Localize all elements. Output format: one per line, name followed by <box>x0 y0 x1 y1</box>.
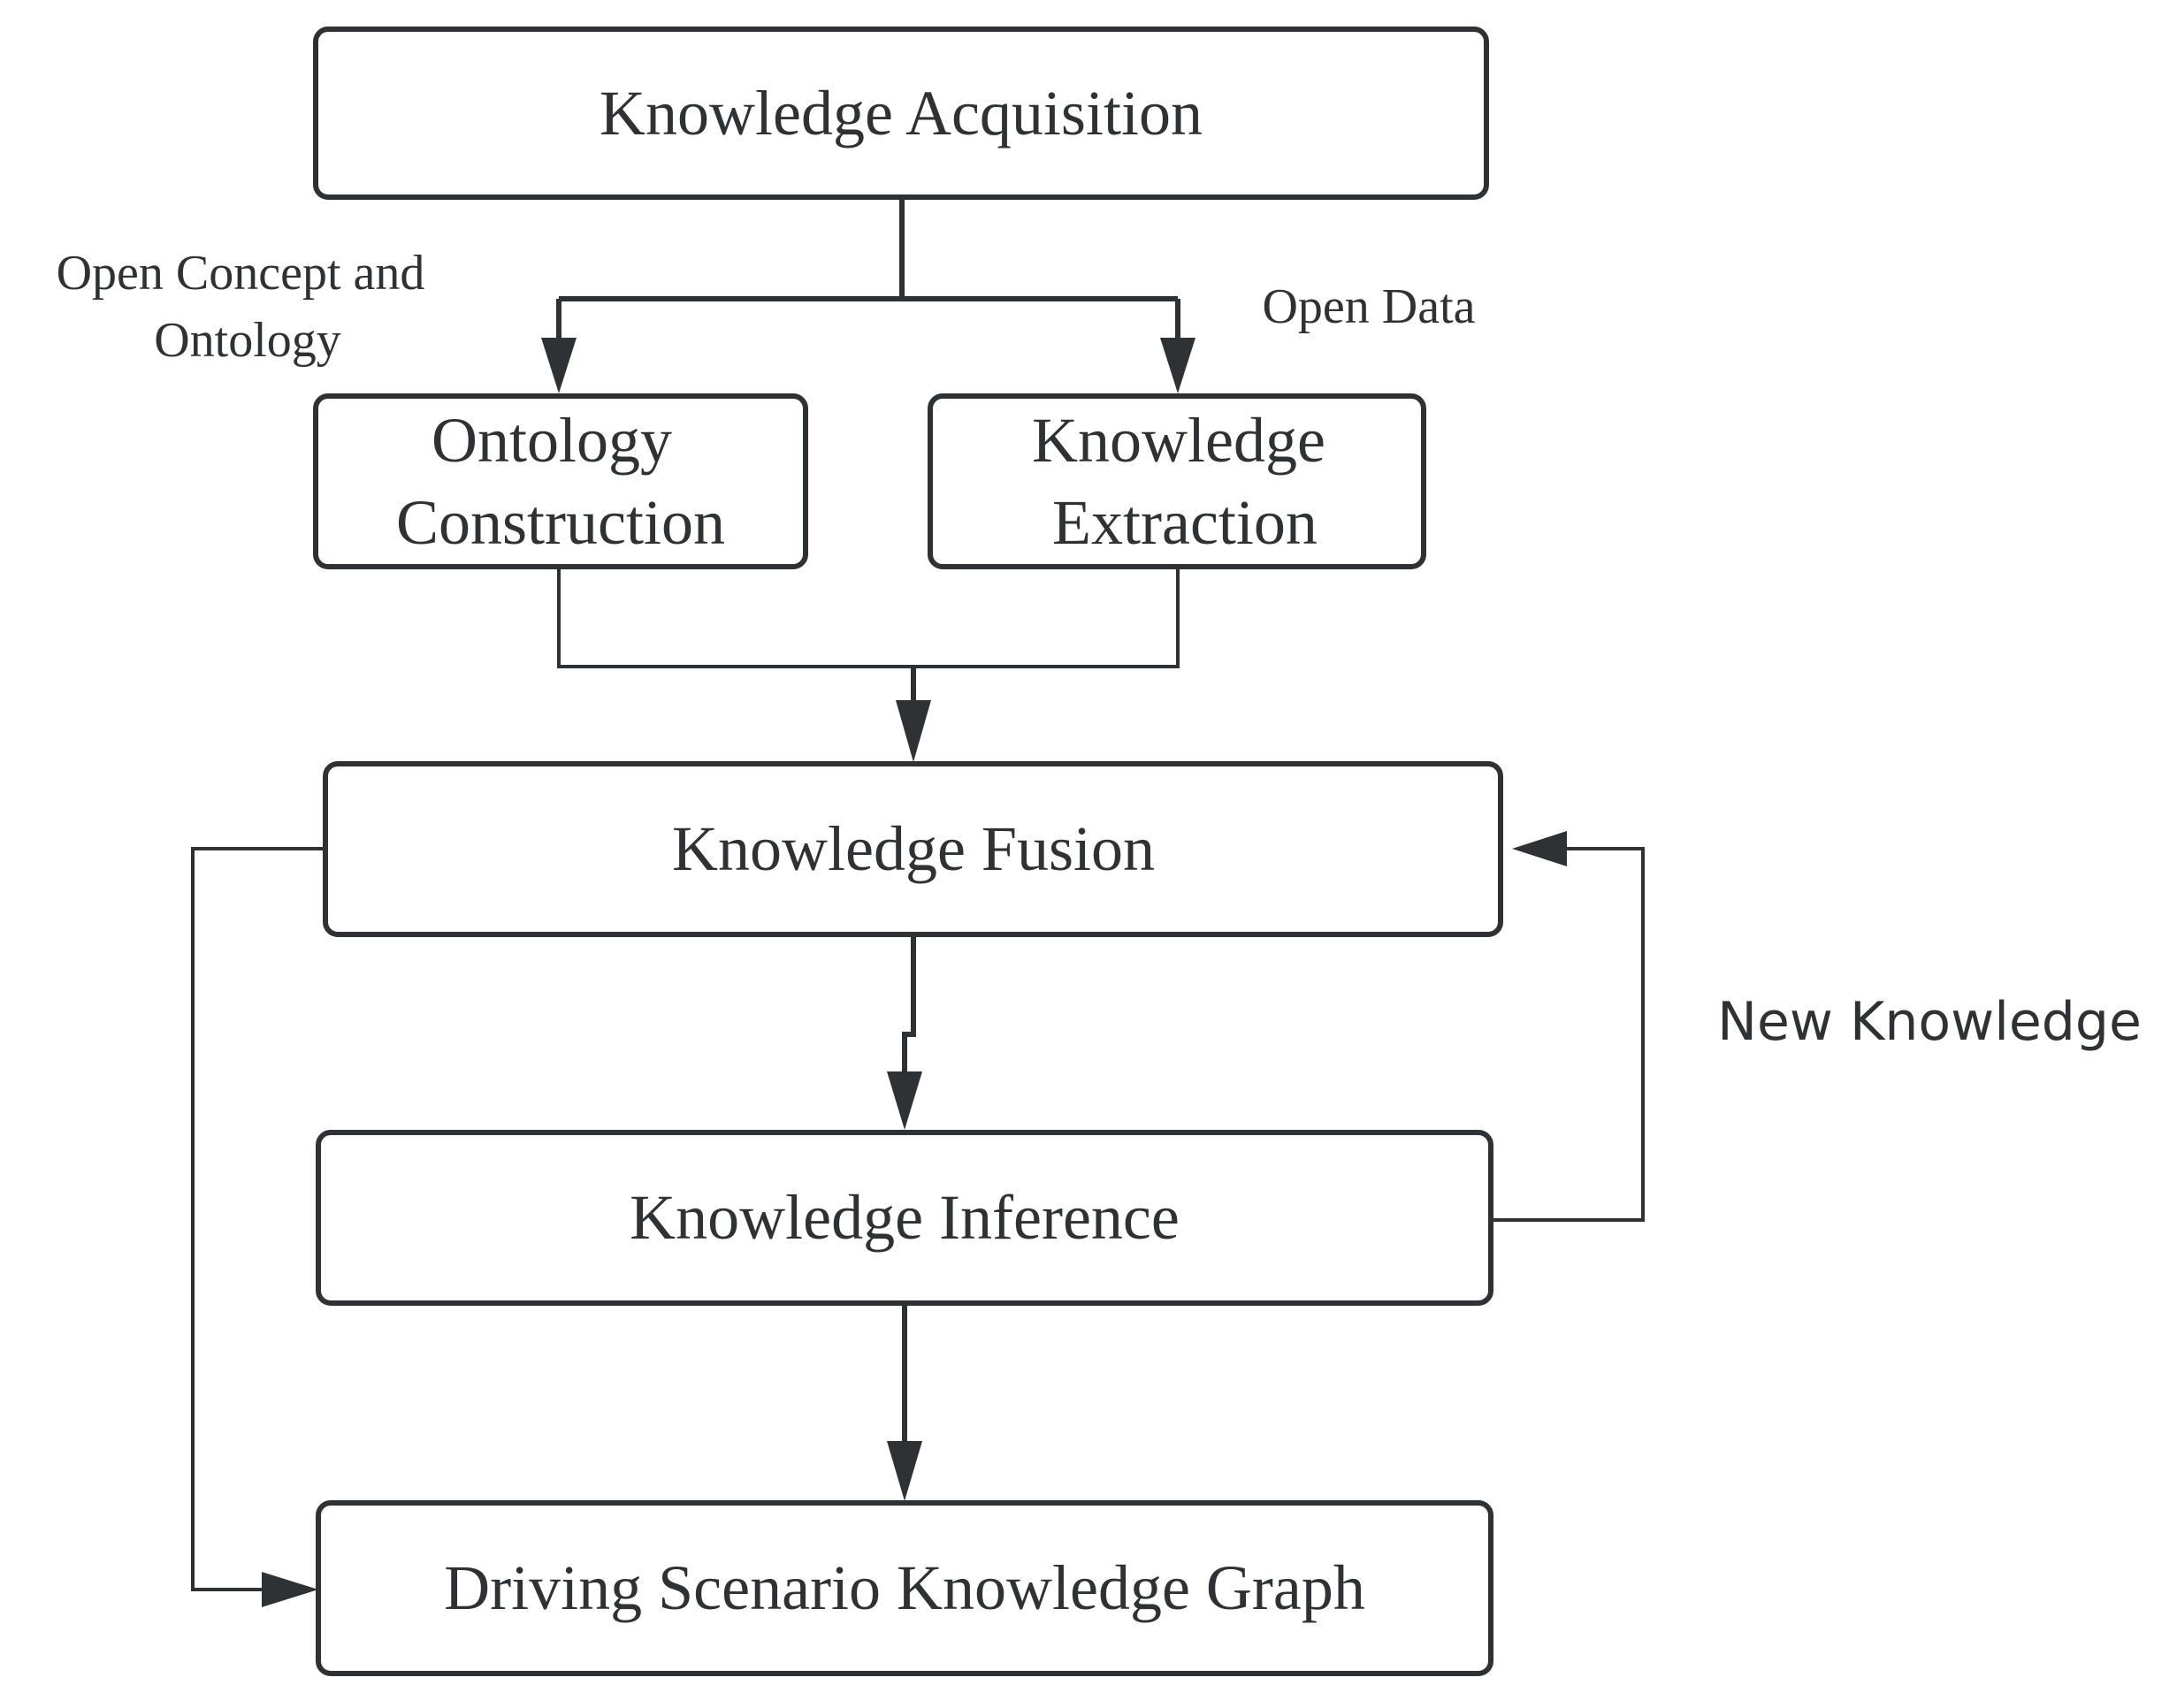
node-knowledge-extraction-label-line2: Extraction <box>1052 487 1318 558</box>
node-knowledge-acquisition-label: Knowledge Acquisition <box>600 78 1203 149</box>
connector-branches-to-fusion <box>557 566 1180 707</box>
node-knowledge-fusion-label: Knowledge Fusion <box>672 813 1155 884</box>
arrowhead-to-ontology <box>541 338 577 393</box>
connector-inference-feedback-to-fusion <box>1493 847 1645 1222</box>
arrowhead-to-extraction <box>1160 338 1195 393</box>
arrowhead-feedback-to-fusion <box>1512 831 1567 866</box>
arrowhead-to-fusion <box>896 700 931 762</box>
node-ontology-construction-label-line2: Construction <box>396 487 725 558</box>
node-knowledge-fusion: Knowledge Fusion <box>323 761 1503 937</box>
arrowhead-to-graph <box>887 1441 922 1501</box>
node-ontology-construction: Ontology Construction <box>313 393 808 569</box>
node-ontology-construction-label-line1: Ontology <box>432 405 672 476</box>
node-driving-scenario-knowledge-graph: Driving Scenario Knowledge Graph <box>316 1500 1493 1676</box>
edge-label-open-data: Open Data <box>1262 279 1475 334</box>
connector-fusion-bypass-to-graph <box>191 847 325 1591</box>
edge-label-new-knowledge: New Knowledge <box>1717 991 2142 1053</box>
node-knowledge-acquisition: Knowledge Acquisition <box>313 27 1489 200</box>
node-driving-scenario-knowledge-graph-label: Driving Scenario Knowledge Graph <box>444 1552 1365 1623</box>
node-knowledge-inference: Knowledge Inference <box>316 1130 1493 1306</box>
arrowhead-to-inference <box>887 1071 922 1130</box>
connector-fusion-to-inference <box>902 935 916 1077</box>
edge-label-open-concept-line1: Open Concept and <box>57 246 425 301</box>
connector-acquisition-to-branches <box>556 199 1180 352</box>
node-knowledge-extraction-label-line1: Knowledge <box>1032 405 1325 476</box>
arrowhead-bypass-to-graph <box>262 1572 318 1607</box>
node-knowledge-extraction: Knowledge Extraction <box>928 393 1426 569</box>
node-knowledge-inference-label: Knowledge Inference <box>630 1182 1180 1253</box>
edge-label-open-concept-line2: Ontology <box>154 313 341 368</box>
